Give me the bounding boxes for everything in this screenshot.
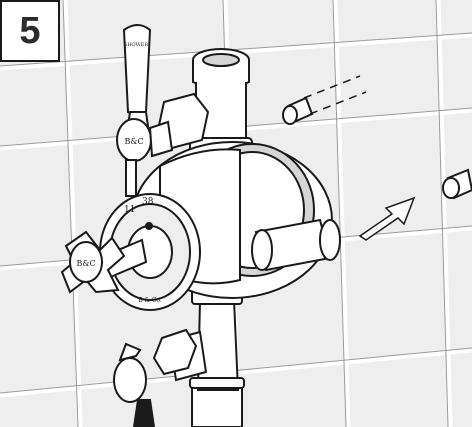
step-number: 5 bbox=[19, 9, 41, 52]
cross-handle: B&C bbox=[60, 230, 148, 294]
cross-handle-brand-mark: B&C bbox=[76, 259, 95, 268]
upper-handle-brand-mark: B&C bbox=[124, 137, 143, 146]
upper-lever-handle: SHOWER B&C bbox=[116, 24, 210, 197]
lower-pipe bbox=[189, 289, 245, 427]
wall-plug-upper bbox=[282, 96, 314, 125]
scale-low-label: 11 bbox=[124, 205, 135, 215]
wall-plug-right bbox=[442, 168, 472, 200]
side-outlet bbox=[251, 218, 341, 272]
step-badge: 5 bbox=[0, 0, 60, 62]
scale-high-label: 38 bbox=[142, 197, 154, 207]
direction-arrow bbox=[358, 196, 416, 241]
lower-valve-handle bbox=[113, 328, 208, 427]
lever-label: SHOWER bbox=[124, 42, 149, 48]
upper-inlet-pipe bbox=[189, 48, 253, 155]
dial-maker-text: B & Co. bbox=[138, 297, 162, 304]
